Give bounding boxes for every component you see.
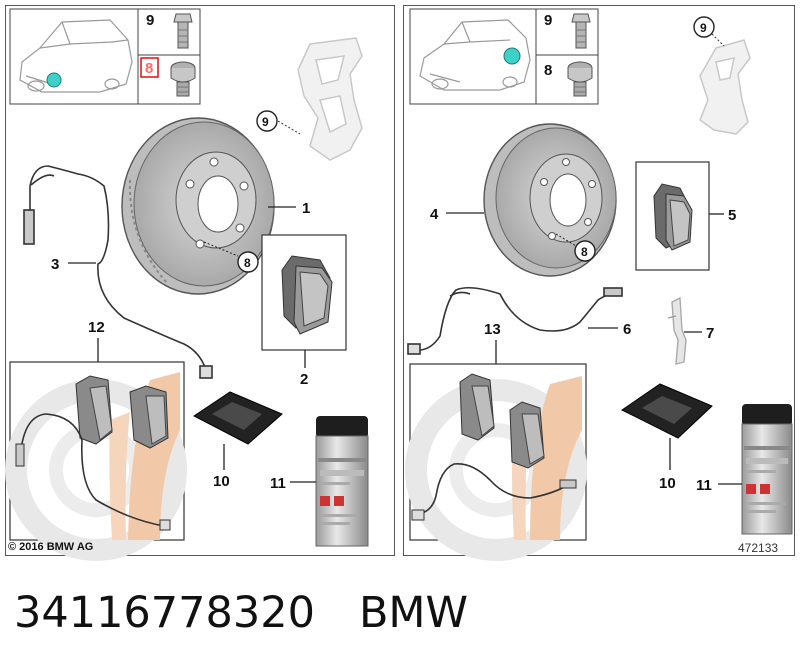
car-outline-icon xyxy=(419,19,531,91)
left-callout-9: 9 xyxy=(256,110,301,135)
left-callout-12: 12 xyxy=(88,319,105,362)
spray-can-rear-icon xyxy=(741,404,793,535)
right-callout-7: 7 xyxy=(684,325,714,342)
left-callout-9-text: 9 xyxy=(262,115,269,129)
reference-number: 472133 xyxy=(738,541,779,555)
left-callout-1: 1 xyxy=(268,200,310,217)
right-callout-8: 8 xyxy=(555,233,596,262)
left-inset-label-9: 9 xyxy=(146,12,154,29)
lubricant-pouch-rear-icon xyxy=(621,383,713,439)
brake-pad-set-front-icon xyxy=(261,234,347,351)
rear-brake-kit-box xyxy=(405,363,587,561)
left-callout-2-text: 2 xyxy=(300,371,308,388)
right-callout-4: 4 xyxy=(430,206,484,223)
right-inset-label-8: 8 xyxy=(544,62,552,79)
left-callout-11-text: 11 xyxy=(270,475,286,492)
left-callout-1-text: 1 xyxy=(302,200,310,217)
wear-sensor-front-icon xyxy=(23,165,213,379)
caliper-carrier-icon xyxy=(297,37,363,161)
brake-disc-rear-icon xyxy=(483,123,617,277)
left-callout-10: 10 xyxy=(213,444,230,490)
rear-wheel-marker-icon xyxy=(503,47,521,65)
right-callout-5-text: 5 xyxy=(728,207,736,224)
left-callout-11: 11 xyxy=(270,475,316,492)
right-callout-4-text: 4 xyxy=(430,206,439,223)
right-inset-box: 9 8 xyxy=(409,8,599,105)
brake-disc-front-icon xyxy=(121,117,275,295)
right-callout-13: 13 xyxy=(484,321,501,364)
brand-name: BMW xyxy=(358,588,469,638)
right-callout-10-text: 10 xyxy=(659,475,676,492)
left-inset-label-8: 8 xyxy=(145,60,153,77)
right-callout-7-text: 7 xyxy=(706,325,714,342)
right-callout-5: 5 xyxy=(709,207,736,224)
bolt-icon xyxy=(571,13,591,49)
left-callout-3-text: 3 xyxy=(51,256,59,273)
anti-rattle-clip-icon xyxy=(667,296,687,365)
front-wheel-marker-icon xyxy=(46,72,62,88)
lubricant-pouch-front-icon xyxy=(193,391,283,445)
left-callout-8: 8 xyxy=(203,241,259,273)
brake-pad-set-rear-icon xyxy=(635,161,710,271)
wear-sensor-rear-icon xyxy=(407,286,623,355)
right-callout-6: 6 xyxy=(588,321,631,338)
part-caption: 34116778320 BMW xyxy=(14,588,468,638)
left-callout-12-text: 12 xyxy=(88,319,105,336)
left-inset-box: 9 8 xyxy=(9,8,201,105)
copyright-text: © 2016 BMW AG xyxy=(8,541,94,553)
car-outline-icon xyxy=(19,19,133,93)
right-callout-11: 11 xyxy=(696,477,742,494)
spray-can-front-icon xyxy=(315,416,369,547)
right-callout-11-text: 11 xyxy=(696,477,712,494)
left-callout-10-text: 10 xyxy=(213,473,230,490)
left-callout-8-text: 8 xyxy=(244,256,251,270)
right-callout-9: 9 xyxy=(693,16,725,47)
plug-screw-icon xyxy=(567,61,593,97)
right-callout-10: 10 xyxy=(659,438,676,492)
plug-screw-icon xyxy=(170,61,196,97)
right-callout-13-text: 13 xyxy=(484,321,501,338)
part-number: 34116778320 xyxy=(14,588,315,638)
caliper-carrier-rear-icon xyxy=(699,39,751,135)
right-callout-9-text: 9 xyxy=(700,21,707,35)
right-callout-6-text: 6 xyxy=(623,321,631,338)
right-inset-label-9: 9 xyxy=(544,12,552,29)
bolt-icon xyxy=(173,13,193,49)
front-brake-kit-box xyxy=(5,361,187,561)
left-callout-3: 3 xyxy=(51,256,96,273)
left-callout-2: 2 xyxy=(300,350,308,388)
right-callout-8-text: 8 xyxy=(581,245,588,259)
